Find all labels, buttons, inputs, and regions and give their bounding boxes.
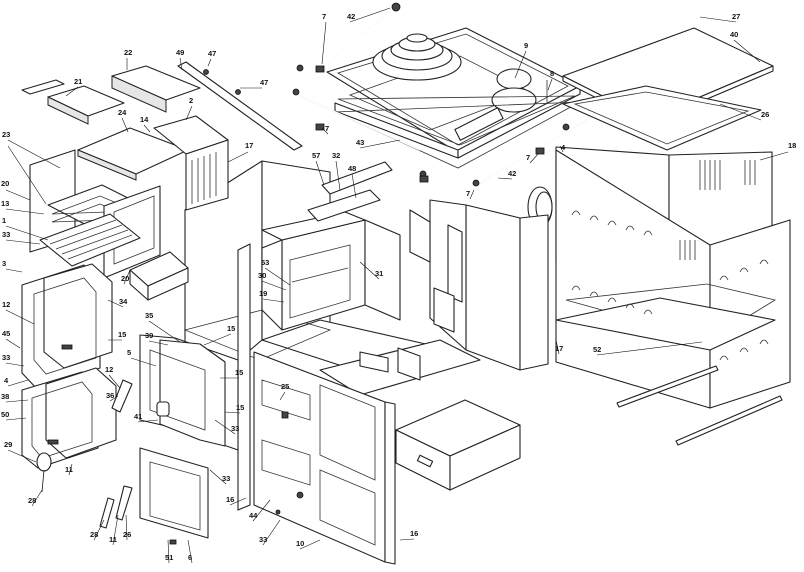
part-label-32: 32 [332,151,340,160]
part-label-7: 7 [325,124,329,133]
part-label-19: 19 [259,289,267,298]
cabinet-vents [571,160,769,361]
ash-drawer [395,399,521,491]
part-label-16: 16 [226,495,234,504]
part-label-53: 53 [261,258,269,267]
part-label-22: 22 [124,48,132,57]
part-label-12: 12 [105,365,113,374]
part-label-23: 23 [2,130,10,139]
fire-door-assembly [21,263,113,391]
part-label-12: 12 [2,300,10,309]
top-rods [292,2,591,187]
part-label-51: 51 [165,553,173,562]
part-label-3: 3 [2,259,6,268]
leader-lines [5,7,789,564]
part-label-52: 52 [593,345,601,354]
part-label-33: 33 [2,353,10,362]
bracket-with-tubes [153,115,229,211]
part-label-7: 7 [322,12,326,21]
part-label-4: 4 [561,143,566,152]
part-label-15: 15 [118,330,126,339]
part-label-39: 39 [145,331,153,340]
part-label-17: 17 [245,141,253,150]
part-label-26: 26 [123,530,131,539]
part-label-44: 44 [249,511,258,520]
oven-door-assembly [139,334,239,451]
hinge-rod [177,61,303,151]
part-label-33: 33 [259,535,267,544]
part-label-42: 42 [347,12,355,21]
part-label-11: 11 [109,535,117,544]
part-label-34: 34 [119,297,128,306]
cabinet-top-frame [562,85,762,151]
ash-pan [129,251,189,301]
cabinet-body [555,146,791,409]
small-brackets [359,209,463,381]
part-label-49: 49 [176,48,184,57]
part-label-38: 38 [1,392,9,401]
part-label-36: 36 [106,391,114,400]
cabinet-trim-strips [616,365,783,446]
part-label-25: 25 [281,382,289,391]
part-label-6: 6 [188,553,192,562]
part-label-57: 57 [312,151,320,160]
part-label-2: 2 [189,96,193,105]
part-label-28: 28 [28,496,36,505]
part-label-31: 31 [375,269,383,278]
front-panel [253,351,386,563]
part-label-7: 7 [526,153,530,162]
part-label-4: 4 [4,376,9,385]
part-label-16: 16 [410,529,418,538]
part-label-50: 50 [1,410,9,419]
part-label-15: 15 [236,403,244,412]
ash-door-assembly [21,367,117,469]
part-label-10: 10 [296,539,304,548]
cook-top-plate [326,27,581,159]
part-label-21: 21 [74,77,82,86]
part-label-47: 47 [208,49,216,58]
part-label-43: 43 [356,138,364,147]
part-label-9: 9 [524,41,528,50]
part-label-33: 33 [222,474,230,483]
part-label-30: 30 [258,271,266,280]
part-label-48: 48 [348,164,356,173]
part-label-20: 20 [1,179,9,188]
part-label-15: 15 [235,368,243,377]
top-bricks [21,65,201,125]
part-label-7: 7 [466,189,470,198]
part-label-11: 11 [65,465,73,474]
part-label-27: 27 [732,12,740,21]
grate [39,213,141,267]
part-label-42: 42 [508,169,516,178]
part-label-14: 14 [140,115,149,124]
part-label-20: 20 [121,274,129,283]
part-label-18: 18 [788,141,796,150]
oven-door-front [139,447,209,545]
part-label-15: 15 [227,324,235,333]
part-label-29: 29 [4,440,12,449]
part-label-41: 41 [134,412,142,421]
part-label-47: 47 [260,78,268,87]
part-label-35: 35 [145,311,153,320]
part-label-5: 5 [127,348,131,357]
part-label-33: 33 [231,424,239,433]
part-label-40: 40 [730,30,738,39]
part-label-1: 1 [2,216,6,225]
part-label-8: 8 [550,69,554,78]
part-label-33: 33 [2,230,10,239]
part-label-28: 28 [90,530,98,539]
part-label-17: 17 [555,344,563,353]
part-label-45: 45 [2,329,10,338]
part-label-13: 13 [1,199,9,208]
part-label-24: 24 [118,108,127,117]
part-label-26: 26 [761,110,769,119]
